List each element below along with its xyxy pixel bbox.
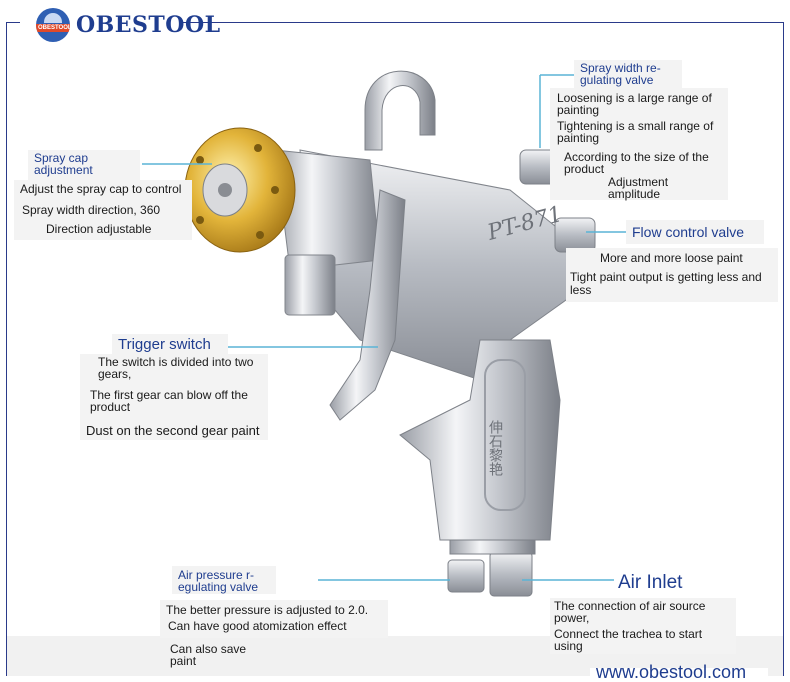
flow-control-title: Flow control valve bbox=[632, 224, 745, 240]
trigger-line3: Dust on the second gear paint bbox=[86, 423, 260, 438]
gun-handle bbox=[399, 339, 561, 541]
air-pressure-line3: Can also save paint bbox=[170, 642, 247, 668]
air-pressure-knob bbox=[447, 559, 485, 593]
air-inlet-line2: Connect the trachea to start using bbox=[554, 627, 703, 653]
paint-inlet bbox=[284, 254, 336, 316]
spray-width-line3: According to the size of the product bbox=[564, 150, 709, 176]
trigger-line2: The first gear can blow off the product bbox=[90, 388, 248, 414]
website-url[interactable]: www.obestool.com bbox=[596, 662, 747, 682]
trigger bbox=[329, 189, 406, 421]
trigger-title: Trigger switch bbox=[118, 336, 211, 353]
brand-name: OBESTOOL bbox=[76, 12, 221, 38]
spray-width-line2: Tightening is a small range of painting bbox=[557, 119, 714, 145]
air-pressure-line2: Can have good atomization effect bbox=[168, 619, 347, 633]
spray-cap-line1: Adjust the spray cap to control bbox=[20, 182, 182, 196]
air-inlet-title: Air Inlet bbox=[618, 572, 683, 593]
flow-control-line1: More and more loose paint bbox=[600, 251, 743, 265]
flow-control-line2: Tight paint output is getting less and l… bbox=[570, 270, 762, 297]
logo-badge-text: OBESTOOL bbox=[38, 25, 70, 31]
spray-width-line4: Adjustment amplitude bbox=[608, 175, 669, 201]
trigger-line1: The switch is divided into two gears, bbox=[98, 355, 254, 381]
spray-width-line1: Loosening is a large range of painting bbox=[557, 91, 712, 117]
air-pressure-title: Air pressure r- egulating valve bbox=[178, 568, 259, 594]
spray-cap-line3: Direction adjustable bbox=[46, 222, 152, 236]
logo-icon: OBESTOOL bbox=[36, 8, 70, 42]
spray-cap-line2: Spray width direction, 360 bbox=[22, 203, 161, 217]
gun-hook bbox=[364, 70, 436, 151]
handle-marking: 伸石黎艳 bbox=[487, 420, 503, 477]
spray-width-title: Spray width re- gulating valve bbox=[580, 61, 661, 87]
frame-gap bbox=[590, 668, 768, 682]
air-inlet-line1: The connection of air source power, bbox=[554, 599, 706, 625]
spray-gun-illustration: PT-871 伸石黎艳 bbox=[184, 70, 596, 597]
air-pressure-line1: The better pressure is adjusted to 2.0. bbox=[166, 603, 369, 617]
spray-cap-title: Spray cap adjustment bbox=[34, 151, 93, 177]
brand-logo[interactable]: OBESTOOL OBESTOOL bbox=[36, 8, 221, 42]
